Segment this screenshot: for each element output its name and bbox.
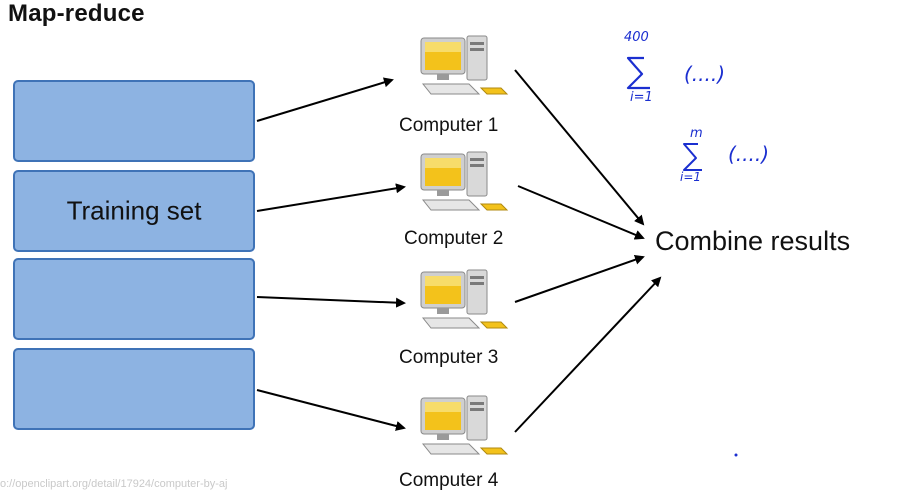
arrow-computer1-to-combine xyxy=(514,69,645,226)
sum2-body: (....) xyxy=(728,142,770,166)
computer-icon xyxy=(420,151,509,211)
sum1-lower-limit: i=1 xyxy=(630,90,653,105)
training-set-block-3 xyxy=(13,258,255,340)
sum1-upper-limit: 400 xyxy=(624,30,649,45)
slide-title: Map-reduce xyxy=(8,0,145,27)
training-set-block-2: Training set xyxy=(13,170,255,252)
arrow-block1-to-computer1 xyxy=(256,77,394,122)
sum2-upper-limit: m xyxy=(690,126,703,141)
computer-4-label: Computer 4 xyxy=(399,470,499,490)
training-set-block-1 xyxy=(13,80,255,162)
computer-3-label: Computer 3 xyxy=(399,347,499,368)
computer-2-label: Computer 2 xyxy=(404,228,504,249)
computer-icon xyxy=(420,35,509,95)
sum1-body: (....) xyxy=(684,62,726,86)
arrow-block4-to-computer4 xyxy=(256,389,406,431)
arrow-computer3-to-combine xyxy=(514,254,645,303)
training-set-label: Training set xyxy=(66,195,202,226)
computer-icon xyxy=(420,269,509,329)
combine-results-label: Combine results xyxy=(655,226,851,256)
computer-1-label: Computer 1 xyxy=(399,115,499,136)
arrow-block3-to-computer3 xyxy=(256,296,406,308)
arrow-computer4-to-combine xyxy=(514,276,662,433)
sum2-lower-limit: i=1 xyxy=(680,170,702,184)
training-set-block-4 xyxy=(13,348,255,430)
computer-icon xyxy=(420,395,509,455)
arrow-computer2-to-combine xyxy=(517,185,645,240)
source-note: o://openclipart.org/detail/17924/compute… xyxy=(0,478,228,490)
arrow-block2-to-computer2 xyxy=(256,183,406,212)
